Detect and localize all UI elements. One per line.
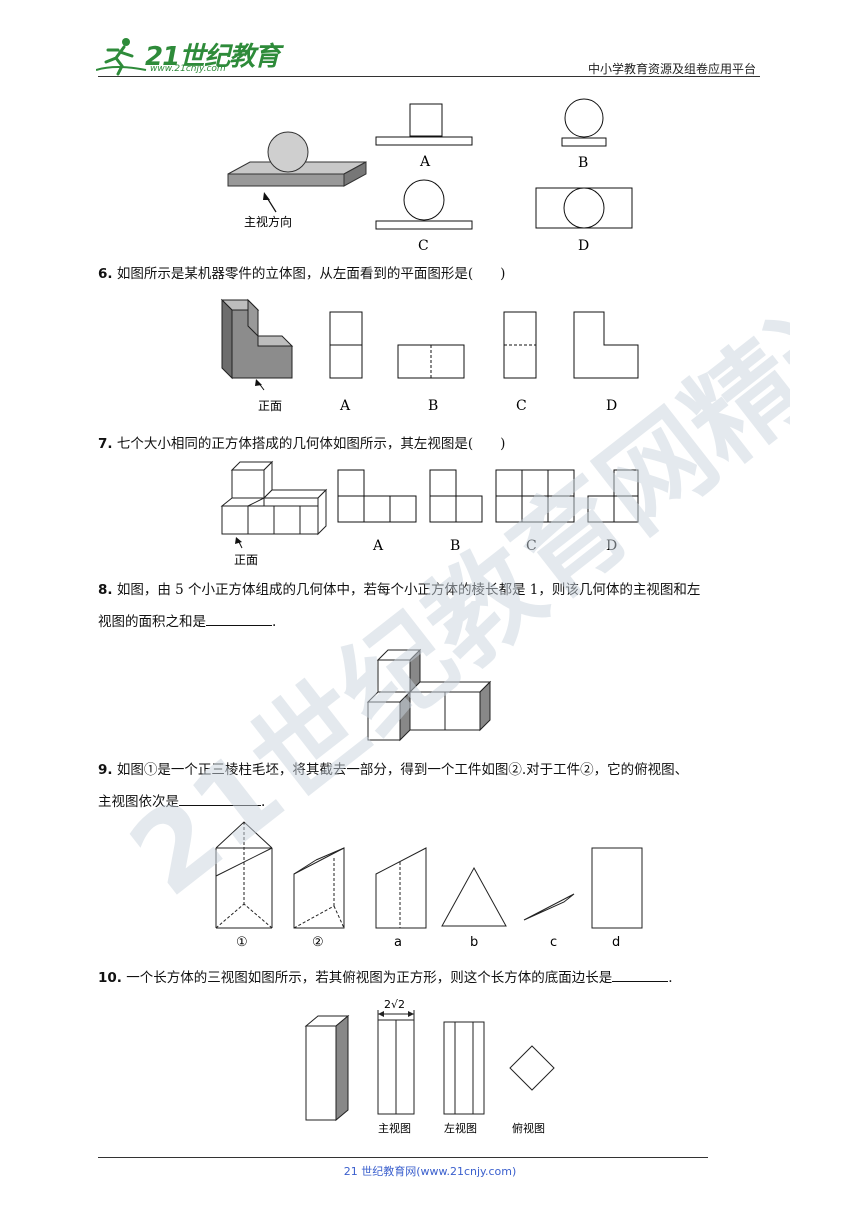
q10-main-view-label: 主视图: [378, 1121, 411, 1135]
q7-option-d: D: [606, 538, 617, 554]
q10-left-view-label: 左视图: [444, 1121, 477, 1135]
q9-label-a: a: [394, 935, 402, 950]
q5-option-b: B: [578, 155, 588, 171]
q7-option-b: B: [450, 538, 460, 554]
q7-option-c: C: [526, 538, 537, 554]
q5-figure: 主视方向 A B C D: [227, 98, 633, 254]
q10-number: 10.: [98, 970, 122, 986]
runner-logo-icon: [96, 38, 147, 76]
platform-title: 中小学教育资源及组卷应用平台: [587, 62, 756, 76]
q5-direction-label: 主视方向: [244, 214, 292, 229]
footer-divider: [98, 1157, 708, 1158]
q7-number: 7.: [98, 436, 113, 452]
q6-figure: 正面 A B C D: [220, 298, 639, 414]
q8-text-end: .: [272, 614, 277, 630]
q8-figure: [366, 648, 492, 742]
q5-option-c: C: [418, 238, 429, 254]
q9-figure: ① ② a b c d: [215, 821, 643, 950]
q7-front-label: 正面: [234, 553, 258, 567]
q7-figure: 正面 A B C D: [220, 460, 639, 567]
question-7: 7. 七个大小相同的正方体搭成的几何体如图所示，其左视图是( ): [98, 428, 766, 460]
q6-text: 如图所示是某机器零件的立体图，从左面看到的平面图形是( ): [116, 266, 506, 282]
q9-text-end: .: [261, 794, 266, 810]
q7-option-a: A: [372, 538, 384, 554]
q9-text-line2: 主视图依次是: [98, 794, 179, 810]
q10-figure: 2√2 主视图 左视图 俯视图: [304, 998, 555, 1135]
q10-text-end: .: [668, 970, 673, 986]
q9-label-b: b: [470, 935, 478, 950]
q6-option-b: B: [428, 398, 438, 414]
q6-front-label: 正面: [258, 399, 282, 413]
question-6: 6. 如图所示是某机器零件的立体图，从左面看到的平面图形是( ): [98, 258, 766, 290]
question-9: 9. 如图①是一个正三棱柱毛坯，将其截去一部分，得到一个工件如图②.对于工件②，…: [98, 754, 766, 818]
q6-option-c: C: [516, 398, 527, 414]
q9-label-d: d: [612, 935, 620, 950]
footer-text[interactable]: 21 世纪教育网(www.21cnjy.com): [343, 1165, 517, 1178]
q9-label-c: c: [550, 935, 557, 950]
q9-label-2: ②: [312, 935, 324, 950]
q6-option-a: A: [339, 398, 351, 414]
q5-option-d: D: [578, 238, 589, 254]
q10-answer-blank[interactable]: [612, 965, 669, 982]
q9-text-line1: 如图①是一个正三棱柱毛坯，将其截去一部分，得到一个工件如图②.对于工件②，它的俯…: [116, 762, 689, 778]
logo-text: 21世纪教育: [145, 42, 280, 72]
question-8: 8. 如图，由 5 个小正方体组成的几何体中，若每个小正方体的棱长都是 1，则该…: [98, 574, 766, 638]
q5-option-a: A: [419, 154, 431, 170]
q8-answer-blank[interactable]: [206, 609, 272, 626]
q7-text: 七个大小相同的正方体搭成的几何体如图所示，其左视图是( ): [116, 436, 506, 452]
q9-number: 9.: [98, 762, 113, 778]
q10-dimension-label: 2√2: [384, 998, 405, 1011]
q10-text: 一个长方体的三视图如图所示，若其俯视图为正方形，则这个长方体的底面边长是: [126, 970, 613, 986]
question-10: 10. 一个长方体的三视图如图所示，若其俯视图为正方形，则这个长方体的底面边长是…: [98, 962, 766, 994]
q8-number: 8.: [98, 582, 113, 598]
q8-text-line1: 如图，由 5 个小正方体组成的几何体中，若每个小正方体的棱长都是 1，则该几何体…: [116, 582, 701, 598]
q10-top-view-label: 俯视图: [512, 1121, 545, 1135]
header-divider: [98, 76, 760, 77]
q6-option-d: D: [606, 398, 617, 414]
q9-label-1: ①: [236, 935, 248, 950]
q6-number: 6.: [98, 266, 113, 282]
q9-answer-blank[interactable]: [179, 789, 261, 806]
q8-text-line2: 视图的面积之和是: [98, 614, 206, 630]
logo-url: www.21cnjy.com: [150, 64, 226, 74]
